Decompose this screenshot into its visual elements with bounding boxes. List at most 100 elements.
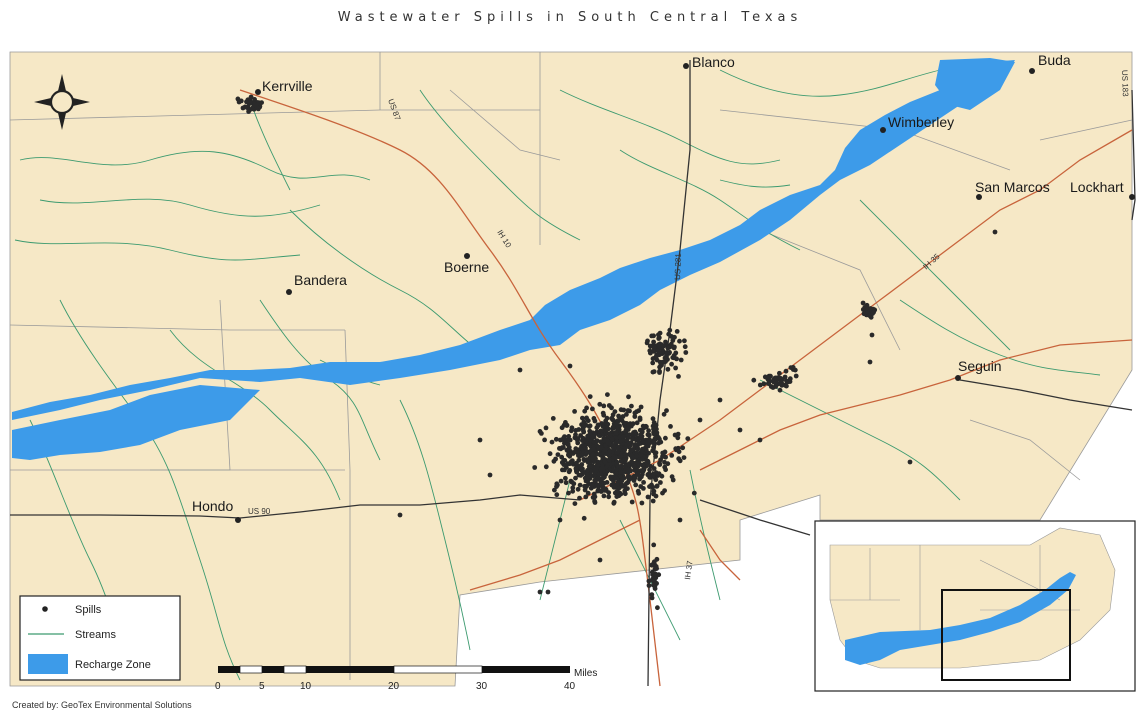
spill-point [581,428,586,434]
city-label-lockhart: Lockhart [1070,179,1124,195]
spill-point [554,492,560,498]
spill-point [625,479,631,485]
spill-point [616,446,622,452]
spill-point [590,406,595,412]
spill-point [777,370,782,376]
spill-point [564,465,569,470]
spill-point [651,472,656,478]
spill-point [570,488,576,494]
spill-point [626,394,631,400]
spill-point [653,477,659,483]
spill-point [860,300,866,306]
spill-point [583,439,589,444]
spill-point [665,366,671,372]
spill-point [651,466,657,471]
spill-point [578,433,583,438]
highway-label-us90: US 90 [248,507,271,516]
spill-point [784,383,789,389]
spill-point [543,464,549,470]
spill-point [647,467,652,473]
spill-point [668,424,673,429]
spill-point [629,403,634,409]
spill-point [555,452,561,457]
spill-point [583,422,589,428]
spill-point [641,480,646,485]
spill-point [717,397,723,403]
spill-point [651,582,656,588]
spill-point [397,512,403,518]
spill-point [645,443,651,449]
spill-point [580,415,585,421]
spill-point [567,468,573,473]
spill-point [606,490,612,495]
city-label-san-marcos: San Marcos [975,179,1050,195]
spill-point [634,453,639,459]
spill-point [633,482,639,488]
spill-point [677,458,683,464]
spill-point [573,475,578,481]
spill-point [560,467,565,473]
scale-tick-30: 30 [476,681,488,692]
spill-point [622,457,628,462]
spill-point [628,475,634,480]
spill-point [609,416,615,421]
spill-point [563,480,569,486]
spill-point [559,454,565,460]
spill-point [619,418,625,423]
city-seguin: Seguin [955,358,1002,381]
spill-point [655,348,661,354]
spill-point [992,229,998,235]
spill-point [629,459,634,465]
spill-point [651,542,657,548]
spill-point [590,451,596,457]
spill-point [487,472,493,478]
spill-point [597,557,603,563]
scale-tick-40: 40 [564,681,576,692]
spill-point [761,381,767,387]
spill-point [597,401,603,407]
spill-point [602,437,608,443]
spill-point [648,350,653,356]
spill-point [681,455,687,460]
spill-point [644,340,650,346]
spill-point [649,595,655,601]
spill-point [663,435,668,441]
spill-point [638,484,644,489]
spill-point [601,428,607,433]
spill-point [608,474,613,480]
spill-point [572,409,577,414]
city-label-buda: Buda [1038,52,1071,68]
spill-point [564,437,570,443]
spill-point [641,425,647,431]
spill-point [651,349,657,354]
spill-point [618,469,624,475]
spill-point [626,440,632,446]
spill-point [576,453,581,458]
spill-point [767,378,773,384]
spill-point [592,500,598,505]
spill-point [788,365,794,370]
spill-point [573,432,578,438]
spill-point [613,475,619,481]
spill-point [653,422,659,428]
spill-point [545,589,551,595]
spill-point [575,486,581,492]
spill-point [868,306,873,311]
spill-point [673,365,678,371]
spill-point [657,359,663,365]
spill-point [635,471,641,477]
spill-point [623,452,629,458]
spill-point [477,437,483,443]
scale-tick-10: 10 [300,681,312,692]
spill-point [587,394,593,399]
spill-point [697,417,703,423]
spill-point [657,342,662,348]
spill-point [645,494,651,500]
spill-point [609,405,614,411]
spill-point [869,332,875,338]
spill-point [639,468,645,473]
spill-point [669,361,674,367]
spill-point [659,349,665,355]
spill-point [655,605,660,611]
spill-point [677,338,682,344]
